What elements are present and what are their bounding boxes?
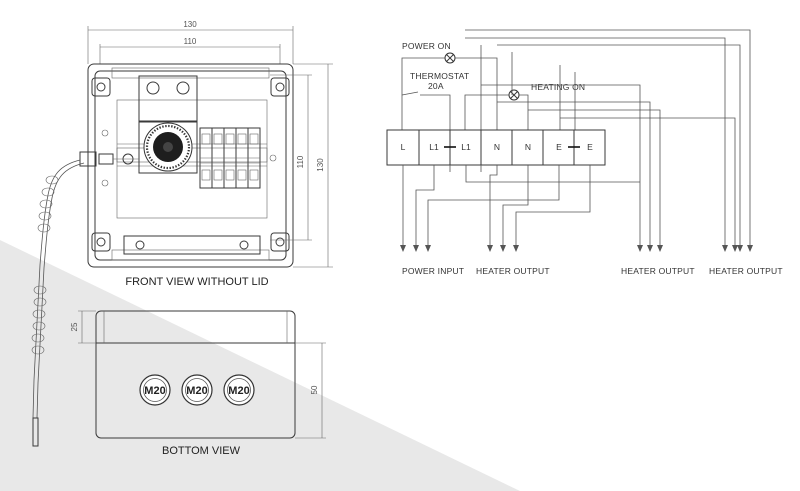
heater-output-label-2: HEATER OUTPUT	[621, 266, 695, 276]
terminal-label-3: L1	[461, 142, 471, 152]
terminal-label-5: N	[525, 142, 531, 152]
terminal-label-2: L1	[429, 142, 439, 152]
thermostat-dial	[138, 120, 198, 174]
background-shade	[0, 240, 520, 491]
dim-outer-width: 130	[183, 20, 197, 29]
front-view: 130 110	[31, 20, 333, 447]
bottom-view-body	[95, 310, 296, 439]
power-on-label: POWER ON	[402, 41, 451, 51]
wiring-schematic: POWER ON THERMOSTAT 20A HEATING ON	[386, 29, 783, 276]
cable-gland-1: M20	[139, 374, 171, 406]
terminal-label-1: L	[401, 142, 406, 152]
gland-label-3: M20	[228, 385, 249, 397]
thermostat-label: THERMOSTAT	[410, 71, 469, 81]
heater-output-label-3: HEATER OUTPUT	[709, 266, 783, 276]
enclosure-outer	[87, 63, 294, 268]
terminal-label-4: N	[494, 142, 500, 152]
enclosure-inner	[94, 70, 287, 261]
cable-gland-2: M20	[181, 374, 213, 406]
front-view-caption: FRONT VIEW WITHOUT LID	[125, 276, 268, 288]
gland-label-1: M20	[144, 385, 165, 397]
gland-label-2: M20	[186, 385, 207, 397]
cable-gland-3: M20	[223, 374, 255, 406]
top-bracket	[138, 75, 198, 123]
thermostat-rating: 20A	[428, 81, 444, 91]
capillary-probe	[31, 159, 85, 447]
heating-on-lamp	[508, 89, 520, 101]
dim-lid-height: 25	[70, 322, 79, 331]
bottom-view: 25 50 M20 M20 M20 BOTTOM VIEW	[70, 310, 326, 457]
capillary-gland	[79, 151, 97, 167]
heater-output-label-1: HEATER OUTPUT	[476, 266, 550, 276]
dim-inner-width: 110	[184, 37, 197, 46]
terminal-label-6: E	[556, 142, 562, 152]
terminal-blocks	[199, 127, 261, 189]
terminal-strip: L L1 L1 N N E E	[386, 129, 606, 166]
corner-screws	[91, 77, 290, 252]
power-input-label: POWER INPUT	[402, 266, 464, 276]
output-arrows	[400, 245, 753, 252]
dim-outer-height: 130	[316, 158, 325, 172]
bottom-view-caption: BOTTOM VIEW	[162, 445, 241, 457]
dim-depth: 50	[310, 385, 319, 394]
dim-inner-height: 110	[296, 155, 305, 168]
terminal-label-7: E	[587, 142, 593, 152]
heating-on-label: HEATING ON	[531, 82, 585, 92]
power-on-lamp	[444, 52, 456, 64]
bottom-bracket	[123, 235, 261, 255]
